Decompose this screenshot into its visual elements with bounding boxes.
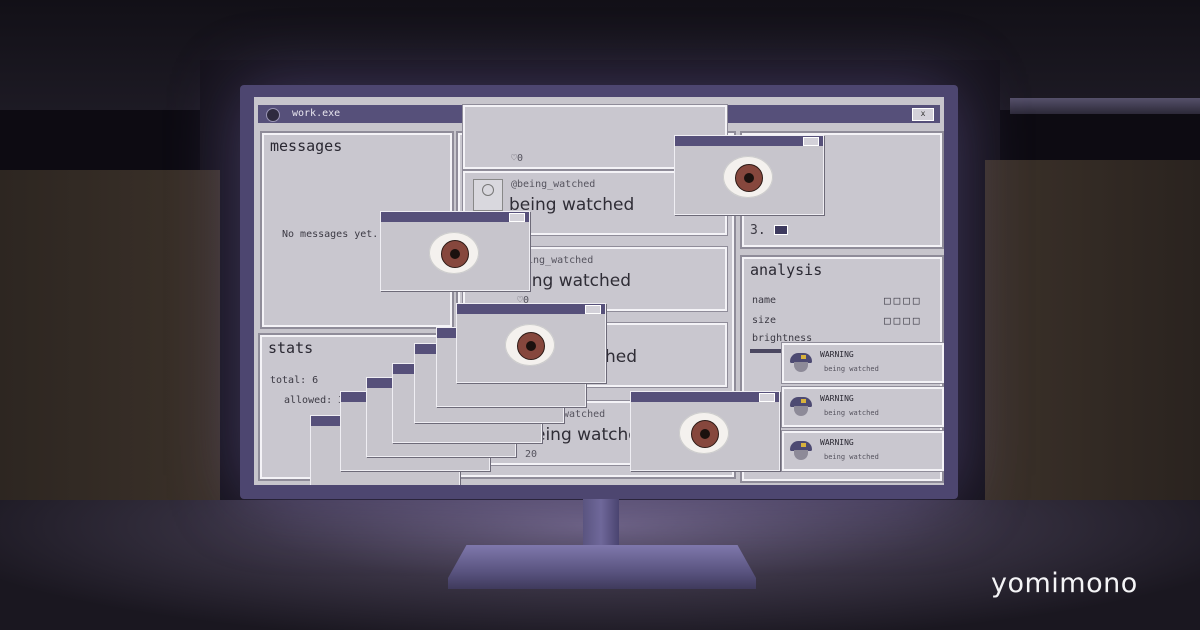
post-likes: ♡0 — [511, 153, 524, 164]
eye-icon — [505, 324, 555, 366]
warning-notification[interactable]: WARNING being watched — [781, 386, 944, 428]
stats-total: total: 6 — [270, 375, 319, 386]
warning-title: WARNING — [820, 350, 854, 359]
stats-title: stats — [268, 339, 314, 357]
analysis-name-value: □□□□ — [884, 294, 923, 307]
eye-icon — [679, 412, 729, 454]
eye-popup-window[interactable] — [630, 391, 780, 471]
game-controller-icon — [774, 225, 788, 235]
close-button[interactable]: x — [912, 108, 934, 121]
avatar — [473, 179, 503, 211]
right-wall — [985, 160, 1200, 540]
warning-body: being watched — [824, 409, 879, 417]
ceiling-lamp — [1010, 98, 1200, 114]
post-likes: ♡0 — [517, 295, 530, 306]
eye-icon — [723, 156, 773, 198]
analysis-row-name: name — [752, 295, 777, 306]
police-cap-icon — [788, 395, 814, 417]
eye-icon — [429, 232, 479, 274]
eye-popup-window[interactable] — [380, 211, 530, 291]
eye-popup-window[interactable] — [674, 135, 824, 215]
messages-empty-text: No messages yet. — [282, 229, 379, 240]
popup-close-button[interactable] — [803, 137, 819, 146]
monitor-stand-neck — [583, 499, 619, 547]
brightness-slider[interactable] — [750, 349, 782, 353]
police-cap-icon — [788, 439, 814, 461]
warning-body: being watched — [824, 365, 879, 373]
analysis-row-brightness: brightness — [752, 333, 813, 344]
post-handle: @being_watched — [511, 179, 596, 190]
messages-title: messages — [270, 137, 343, 155]
monitor-stand-base — [448, 545, 756, 589]
post-text: hed — [605, 347, 638, 367]
popup-close-button[interactable] — [509, 213, 525, 222]
warning-title: WARNING — [820, 438, 854, 447]
stats-allowed: allowed: 3 — [284, 395, 345, 406]
popup-close-button[interactable] — [759, 393, 775, 402]
analysis-row-size: size — [752, 315, 777, 326]
warning-notification[interactable]: WARNING being watched — [781, 430, 944, 472]
warning-notification[interactable]: WARNING being watched — [781, 342, 944, 384]
police-cap-icon — [788, 351, 814, 373]
ranking-item-3: 3. — [750, 223, 766, 238]
analysis-size-value: □□□□ — [884, 314, 923, 327]
post-handle: ing_watched — [527, 255, 594, 266]
warning-title: WARNING — [820, 394, 854, 403]
eye-popup-window[interactable] — [456, 303, 606, 383]
warning-body: being watched — [824, 453, 879, 461]
left-wall — [0, 170, 220, 550]
post-text: ing watched — [527, 271, 632, 291]
window-title: work.exe — [292, 108, 341, 119]
brand-logo: yomimono — [991, 568, 1138, 599]
analysis-title: analysis — [750, 261, 823, 279]
monitor-screen: work.exe x messages No messages yet. sta… — [254, 97, 944, 485]
popup-close-button[interactable] — [585, 305, 601, 314]
post-handle: watched — [563, 409, 606, 420]
post-text: being watched — [509, 195, 635, 215]
post-text: eing watched — [535, 425, 650, 445]
post-likes: 20 — [525, 449, 538, 460]
app-icon — [266, 108, 280, 122]
